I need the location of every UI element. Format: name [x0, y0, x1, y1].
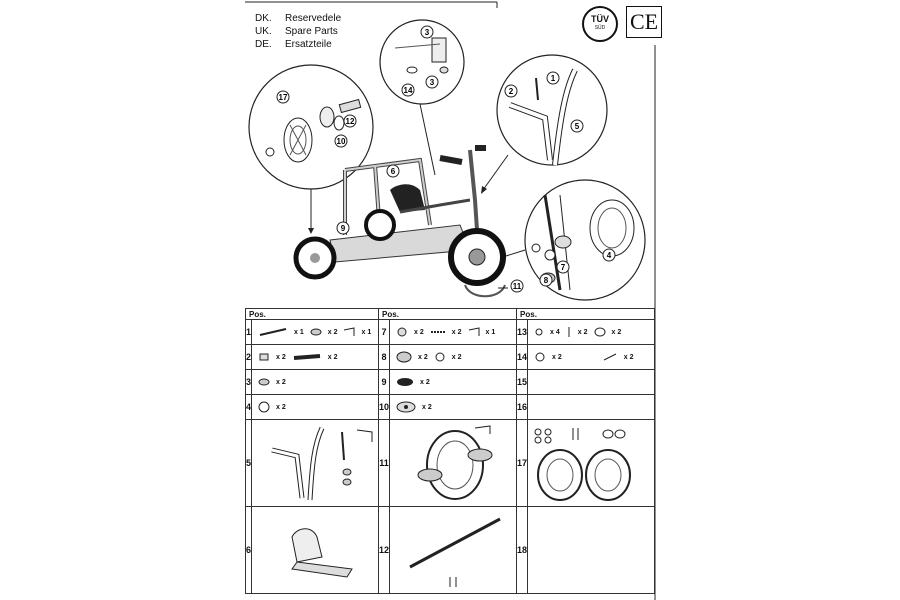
ce-mark-icon: CE [626, 6, 662, 38]
header-pos-3: Pos. [516, 308, 656, 320]
callout-5: 5 [575, 122, 580, 131]
callout-7: 7 [561, 263, 566, 272]
lang-row: UK.Spare Parts [255, 26, 338, 37]
parts-table: Pos. Pos. Pos. 1 x 1 x 2 x 1 7 x 2 x 2 x… [244, 308, 656, 594]
table-row: 1 x 1 x 2 x 1 7 x 2 x 2 x 1 13 x 4 x 2 x… [244, 319, 656, 345]
callout-6: 6 [391, 167, 396, 176]
detail-circle-wheel [248, 64, 374, 234]
callout-4: 4 [607, 251, 612, 260]
lang-row: DE.Ersatzteile [255, 39, 332, 50]
table-row: 6 12 18 [244, 506, 656, 594]
header-pos-2: Pos. [378, 308, 518, 320]
callout-1: 1 [551, 74, 556, 83]
callout-2: 2 [509, 87, 514, 96]
header-pos-1: Pos. [244, 308, 380, 320]
front-wheel-part-icon [417, 425, 493, 500]
handlebar-part-icon [271, 426, 373, 501]
callout-9: 9 [341, 224, 346, 233]
detail-circle-handlebar [379, 19, 465, 176]
callout-14: 14 [404, 86, 413, 95]
table-row: 5 11 17 [244, 419, 656, 507]
callout-17: 17 [279, 93, 288, 102]
callout-3-top: 3 [425, 28, 430, 37]
table-row: 2 x 2 x 2 8 x 2 x 2 14 x 2 x 2 [244, 344, 656, 370]
rear-wheels-part-icon [534, 428, 632, 501]
table-row: 4 x 2 10 x 2 16 [244, 394, 656, 420]
axle-part-icon [409, 517, 501, 587]
detail-circle-handle [481, 54, 608, 194]
table-row: 3 x 2 9 x 2 15 [244, 369, 656, 395]
lang-row: DK.Reservedele [255, 13, 342, 24]
callout-markers: 1 2 3 3 4 5 6 7 8 9 10 11 12 14 17 [276, 25, 616, 293]
callout-11: 11 [513, 282, 522, 291]
callout-8: 8 [544, 276, 549, 285]
callout-12: 12 [346, 117, 355, 126]
callout-3-bottom: 3 [430, 78, 435, 87]
detail-circle-pedal [501, 179, 646, 301]
tricycle-illustration [293, 145, 508, 298]
language-labels: DK.Reservedele UK.Spare Parts DE.Ersatzt… [255, 12, 341, 51]
seat-part-icon [291, 528, 353, 578]
callout-10: 10 [337, 137, 346, 146]
